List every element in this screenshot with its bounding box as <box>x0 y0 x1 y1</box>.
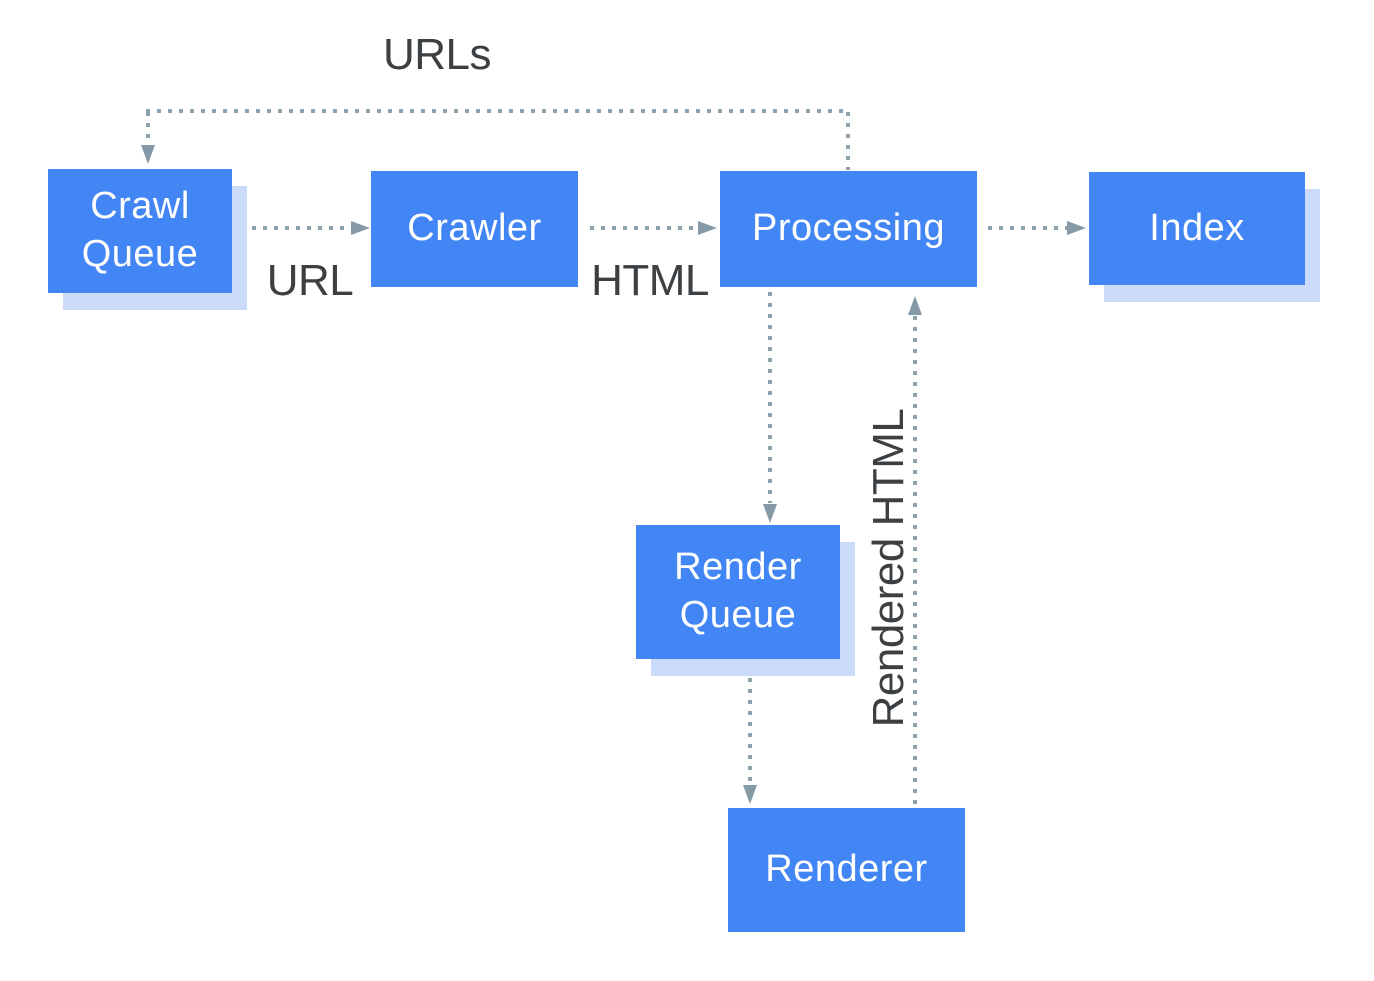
arrowhead-into-crawl-queue <box>141 145 155 164</box>
edge-label-url: URL <box>266 256 354 305</box>
node-crawler: Crawler <box>371 171 578 287</box>
node-crawler-label: Crawler <box>407 207 542 250</box>
node-renderer-label: Renderer <box>765 848 928 891</box>
connector-processing-index <box>988 226 1067 230</box>
arrowhead-into-index <box>1067 221 1086 235</box>
node-index: Index <box>1089 172 1305 285</box>
node-crawl-queue-label: Crawl Queue <box>81 185 199 275</box>
node-index-label: Index <box>1149 206 1245 249</box>
connector-crawlqueue-crawler <box>252 226 351 230</box>
connector-processing-crawlqueue-right <box>846 112 850 170</box>
arrowhead-into-processing <box>698 221 717 235</box>
node-crawl-queue: Crawl Queue <box>48 169 232 293</box>
node-render-queue: Render Queue <box>636 525 840 659</box>
node-render-queue-label: Render Queue <box>674 546 802 636</box>
connector-processing-crawlqueue-left <box>146 112 150 144</box>
connector-processing-renderqueue <box>768 292 772 503</box>
connector-renderer-processing <box>913 316 917 808</box>
connector-crawler-processing <box>590 226 698 230</box>
arrowhead-up-into-processing <box>908 296 922 315</box>
node-processing-label: Processing <box>752 207 945 250</box>
node-processing: Processing <box>720 171 977 287</box>
edge-label-urls: URLs <box>382 30 492 79</box>
edge-label-html: HTML <box>591 256 709 305</box>
edge-label-rendered-html: Rendered HTML <box>864 408 913 728</box>
arrowhead-into-renderer <box>743 785 757 804</box>
connector-processing-crawlqueue-top <box>146 109 850 113</box>
arrowhead-into-render-queue <box>763 504 777 523</box>
node-renderer: Renderer <box>728 808 965 932</box>
connector-renderqueue-renderer <box>748 678 752 784</box>
arrowhead-into-crawler <box>351 221 370 235</box>
